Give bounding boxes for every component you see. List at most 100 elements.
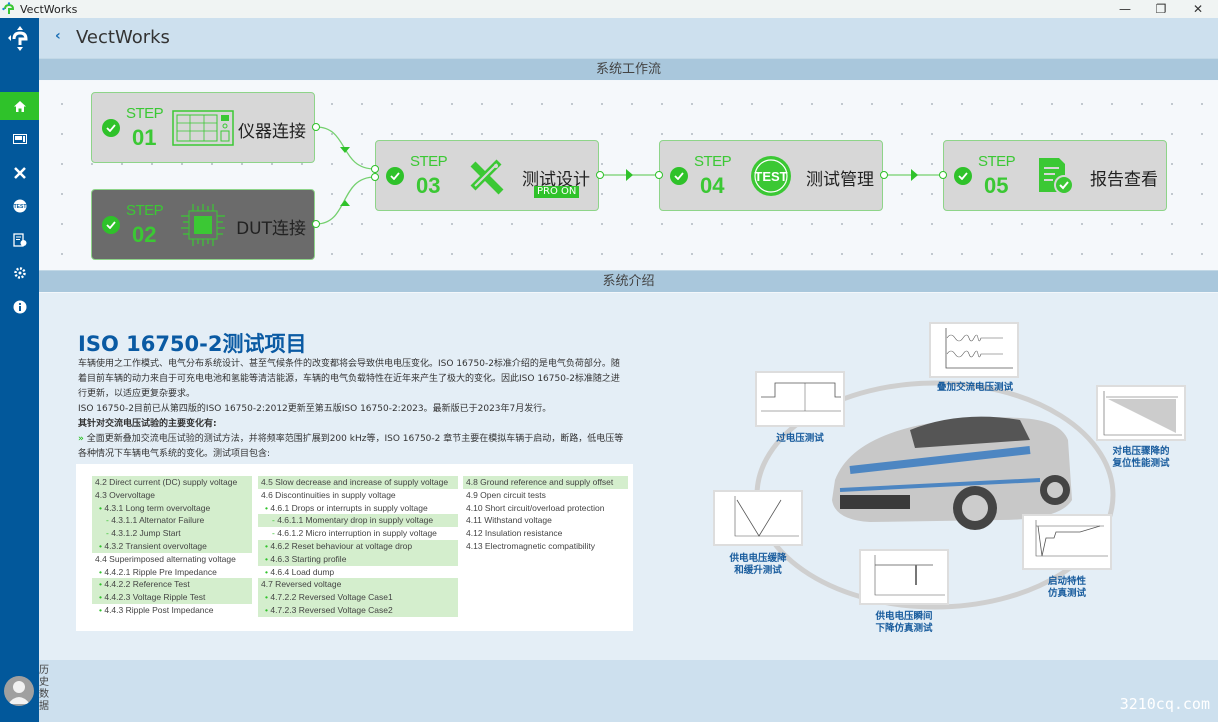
test-item: • 4.3.1 Long term overvoltage	[92, 501, 252, 515]
workflow-step-04[interactable]: STEP 04 TEST 测试管理	[659, 140, 883, 211]
sidebar-item-test[interactable]: TEST	[0, 192, 39, 220]
test-item: 4.2 Direct current (DC) supply voltage	[92, 476, 252, 489]
arrow-right-icon	[911, 169, 918, 181]
step-number: 03	[416, 173, 441, 198]
test-item: • 4.7.2.3 Reversed Voltage Case2	[258, 603, 458, 617]
test-item: • 4.3.2 Transient overvoltage	[92, 539, 252, 553]
minimize-button[interactable]: —	[1119, 2, 1131, 16]
sidebar-item-report[interactable]	[0, 226, 39, 254]
test-item: 4.13 Electromagnetic compatibility	[466, 540, 595, 551]
page-title: VectWorks	[76, 27, 170, 48]
sidebar-item-settings[interactable]	[0, 259, 39, 287]
test-item: 4.7 Reversed voltage	[258, 578, 458, 592]
workflow-step-03[interactable]: STEP 03 测试设计 PRO ON	[375, 140, 599, 211]
superimposed-ac-diagram	[929, 322, 1019, 378]
vectworks-logo-icon	[7, 26, 28, 51]
step-03-output-port[interactable]	[596, 171, 604, 179]
test-icon: TEST	[13, 199, 26, 213]
arrow-right-icon	[626, 169, 633, 181]
test-item: 4.11 Withstand voltage	[466, 515, 552, 526]
slow-change-diagram	[713, 490, 803, 546]
overvoltage-caption: 过电压测试	[776, 433, 824, 444]
slow-change-caption: 供电电压缓降 和缓升测试	[729, 553, 787, 576]
workflow-step-02[interactable]: STEP 02 DUT连接	[91, 189, 315, 260]
step-number: 05	[984, 173, 1009, 198]
report-check-icon	[1024, 153, 1086, 199]
user-avatar[interactable]	[4, 676, 34, 706]
chip-icon	[172, 202, 234, 248]
test-item: • 4.6.4 Load dump	[265, 566, 335, 577]
workflow-step-05[interactable]: STEP 05 报告查看	[943, 140, 1167, 211]
workflow-connectors	[315, 126, 943, 225]
arrow-up-icon	[340, 200, 350, 206]
intro-section-title: 系统介绍	[39, 270, 1218, 292]
workflow-canvas: STEP 01 仪器连接 STEP 02 DUT连接 STEP 03 测试设计 …	[39, 81, 1218, 270]
step-04-input-port[interactable]	[655, 171, 663, 179]
test-item: 4.3 Overvoltage	[92, 488, 252, 502]
test-item: - 4.6.1.1 Momentary drop in supply volta…	[258, 514, 458, 528]
overvoltage-diagram	[755, 371, 845, 427]
watermark: 3210cq.com	[1119, 695, 1210, 713]
step-label: 仪器连接	[238, 122, 306, 142]
back-button[interactable]: ‹	[55, 28, 61, 44]
test-item: - 4.6.1.2 Micro interruption in supply v…	[272, 528, 437, 539]
starting-profile-diagram	[1022, 514, 1112, 570]
sidebar-item-design[interactable]	[0, 159, 39, 187]
step-05-input-port[interactable]	[939, 171, 947, 179]
step-03-input-port-a[interactable]	[371, 165, 379, 173]
step-label: 测试管理	[806, 170, 874, 190]
test-item: 4.5 Slow decrease and increase of supply…	[258, 476, 458, 489]
page-header: ‹ VectWorks	[39, 18, 1218, 58]
car-image	[832, 416, 1072, 530]
test-item: • 4.4.2.2 Reference Test	[92, 578, 252, 592]
sidebar-item-instrument[interactable]	[0, 125, 39, 153]
step-number: 01	[132, 125, 157, 150]
test-item: 4.6 Discontinuities in supply voltage	[261, 489, 396, 500]
app-logo-icon	[2, 2, 15, 14]
momentary-drop-diagram	[859, 549, 949, 605]
test-item: • 4.6.3 Starting profile	[258, 552, 458, 566]
test-badge-icon: TEST	[740, 153, 802, 199]
step-number: 04	[700, 173, 725, 198]
info-icon	[13, 300, 26, 314]
step-label: 报告查看	[1090, 170, 1158, 190]
test-item: - 4.3.1.1 Alternator Failure	[92, 514, 252, 528]
step-label: DUT连接	[236, 219, 306, 239]
reset-behaviour-caption: 对电压骤降的 复位性能测试	[1112, 446, 1170, 469]
step-number: 02	[132, 222, 157, 247]
pencil-ruler-icon	[456, 153, 518, 199]
sidebar-item-info[interactable]	[0, 293, 39, 321]
arrow-down-icon	[340, 147, 350, 153]
test-item: 4.4 Superimposed alternating voltage	[95, 553, 236, 564]
footer-area	[39, 660, 1218, 722]
sidebar-item-home[interactable]	[0, 92, 39, 120]
tools-icon	[13, 167, 26, 179]
test-item: • 4.4.3 Ripple Post Impedance	[99, 604, 214, 615]
history-data-link[interactable]: 历史数据	[39, 665, 49, 712]
step-word: STEP	[694, 153, 732, 170]
check-icon	[954, 167, 972, 185]
test-items-column-2: 4.5 Slow decrease and increase of supply…	[258, 476, 458, 617]
close-button[interactable]: ✕	[1192, 2, 1204, 16]
changes-bullet: » 全面更新叠加交流电压试验的测试方法，并将频率范围扩展到200 kHz等，IS…	[78, 432, 628, 462]
step-02-output-port[interactable]	[312, 220, 320, 228]
step-word: STEP	[410, 153, 448, 170]
test-item: 4.10 Short circuit/overload protection	[466, 502, 605, 513]
changes-title: 其针对交流电压试验的主要变化有:	[78, 419, 217, 429]
restore-button[interactable]: ❐	[1155, 2, 1167, 16]
step-04-output-port[interactable]	[880, 171, 888, 179]
step-01-output-port[interactable]	[312, 123, 320, 131]
window-titlebar: VectWorks	[0, 0, 1218, 18]
intro-heading: ISO 16750-2测试项目	[78, 332, 307, 356]
bullet-text: 全面更新叠加交流电压试验的测试方法，并将频率范围扩展到200 kHz等，ISO …	[78, 434, 624, 459]
test-item: • 4.4.2.1 Ripple Pre Impedance	[99, 566, 217, 577]
workflow-step-01[interactable]: STEP 01 仪器连接	[91, 92, 315, 163]
step-word: STEP	[126, 202, 164, 219]
user-icon	[8, 681, 30, 704]
step-03-input-port-b[interactable]	[371, 173, 379, 181]
instrument-icon	[12, 134, 27, 144]
test-item: 4.8 Ground reference and supply offset	[463, 476, 628, 489]
test-item: 4.9 Open circuit tests	[466, 489, 546, 500]
